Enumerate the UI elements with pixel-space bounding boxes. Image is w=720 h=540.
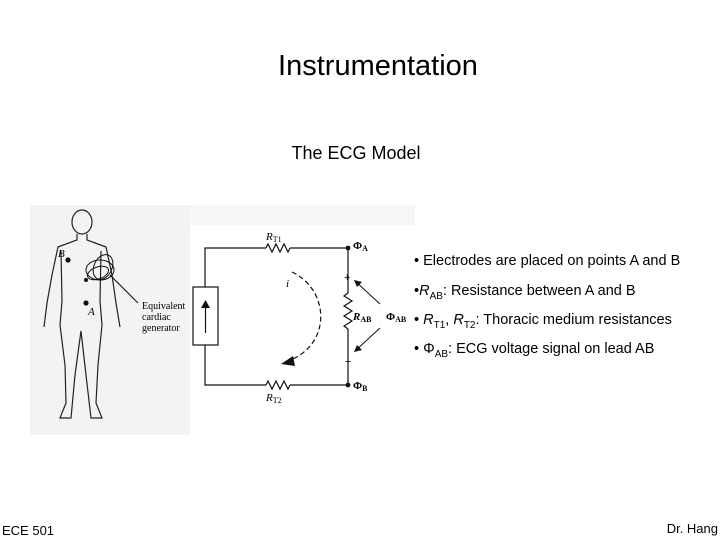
- resistor-rab: [342, 292, 354, 330]
- current-arrow-head: [281, 356, 295, 366]
- slide-subtitle: The ECG Model: [291, 143, 421, 163]
- circuit-wires: [204, 247, 349, 386]
- rt1-label: RT1: [265, 231, 282, 244]
- node-a: [345, 245, 351, 251]
- phi-b-label: ΦB: [353, 380, 368, 393]
- plus-sign: +: [344, 272, 350, 284]
- bullet-list: • Electrodes are placed on points A and …: [414, 0, 720, 540]
- bullet-text: : ECG voltage signal on lead AB: [448, 341, 655, 357]
- current-label: i: [286, 278, 289, 290]
- bullet-subscript: AB: [429, 290, 443, 302]
- bullet-symbol: R: [419, 283, 430, 299]
- footer-author: Dr. Hang: [666, 521, 718, 536]
- label-a: A: [87, 306, 95, 318]
- body-outline: [43, 209, 121, 419]
- heart-vector-loops: [85, 254, 115, 281]
- bullet-marker: •: [414, 341, 420, 357]
- voltage-arrow-head-bottom: [354, 345, 362, 352]
- generator-label-line-1: Equivalent: [142, 301, 186, 312]
- bullet-text: : Thoracic medium resistances: [475, 312, 672, 328]
- minus-sign: −: [345, 356, 351, 368]
- ecg-model-figure: B A Equivalent cardiac generator i: [30, 205, 420, 440]
- bullet-phi: • ΦAB: ECG voltage signal on lead AB: [414, 340, 654, 364]
- bullet-text: Electrodes are placed on points A and B: [423, 253, 681, 269]
- ecg-model-diagram: B A Equivalent cardiac generator i: [30, 205, 415, 435]
- phi-ab-label: ΦAB: [386, 311, 407, 324]
- bullet-subscript: AB: [434, 348, 449, 360]
- bullet-marker: •: [414, 253, 420, 269]
- rab-label: RAB: [352, 311, 372, 324]
- label-b: B: [58, 248, 65, 260]
- current-loop-arrow: [287, 271, 322, 362]
- resistor-rt1: [265, 242, 291, 254]
- bullet-symbol-1: R: [423, 312, 434, 328]
- bullet-symbol: Φ: [423, 341, 435, 357]
- footer-course: ECE 501: [2, 523, 55, 538]
- rt2-label: RT2: [265, 392, 282, 405]
- electrode-b-dot: [65, 257, 71, 263]
- bullet-rab: •RAB: Resistance between A and B: [414, 282, 636, 306]
- generator-label-line-2: cardiac: [142, 312, 171, 323]
- node-b: [345, 382, 351, 388]
- generator-box: [192, 286, 219, 346]
- bullet-rt: • RT1, RT2: Thoracic medium resistances: [414, 311, 672, 335]
- scan-background-top: [190, 205, 415, 225]
- bullet-subscript-2: T2: [463, 319, 476, 331]
- bullet-marker: •: [414, 283, 420, 299]
- bullet-marker: •: [414, 312, 420, 328]
- generator-arrow-head: [201, 300, 210, 308]
- heart-pointer-line: [109, 274, 139, 304]
- bullet-subscript-1: T1: [433, 319, 446, 331]
- resistor-rt2: [265, 379, 291, 391]
- bullet-separator: ,: [445, 312, 454, 328]
- slide-title: Instrumentation: [278, 50, 478, 82]
- heart-center-dot: [84, 278, 88, 282]
- bullet-symbol-2: R: [453, 312, 464, 328]
- electrode-a-dot: [83, 300, 89, 306]
- phi-a-label: ΦA: [353, 240, 368, 253]
- scan-background-left: [30, 205, 190, 435]
- voltage-arrow-head-top: [354, 280, 362, 287]
- bullet-electrodes: • Electrodes are placed on points A and …: [414, 252, 680, 270]
- generator-label-line-3: generator: [142, 323, 180, 334]
- bullet-text: : Resistance between A and B: [442, 283, 636, 299]
